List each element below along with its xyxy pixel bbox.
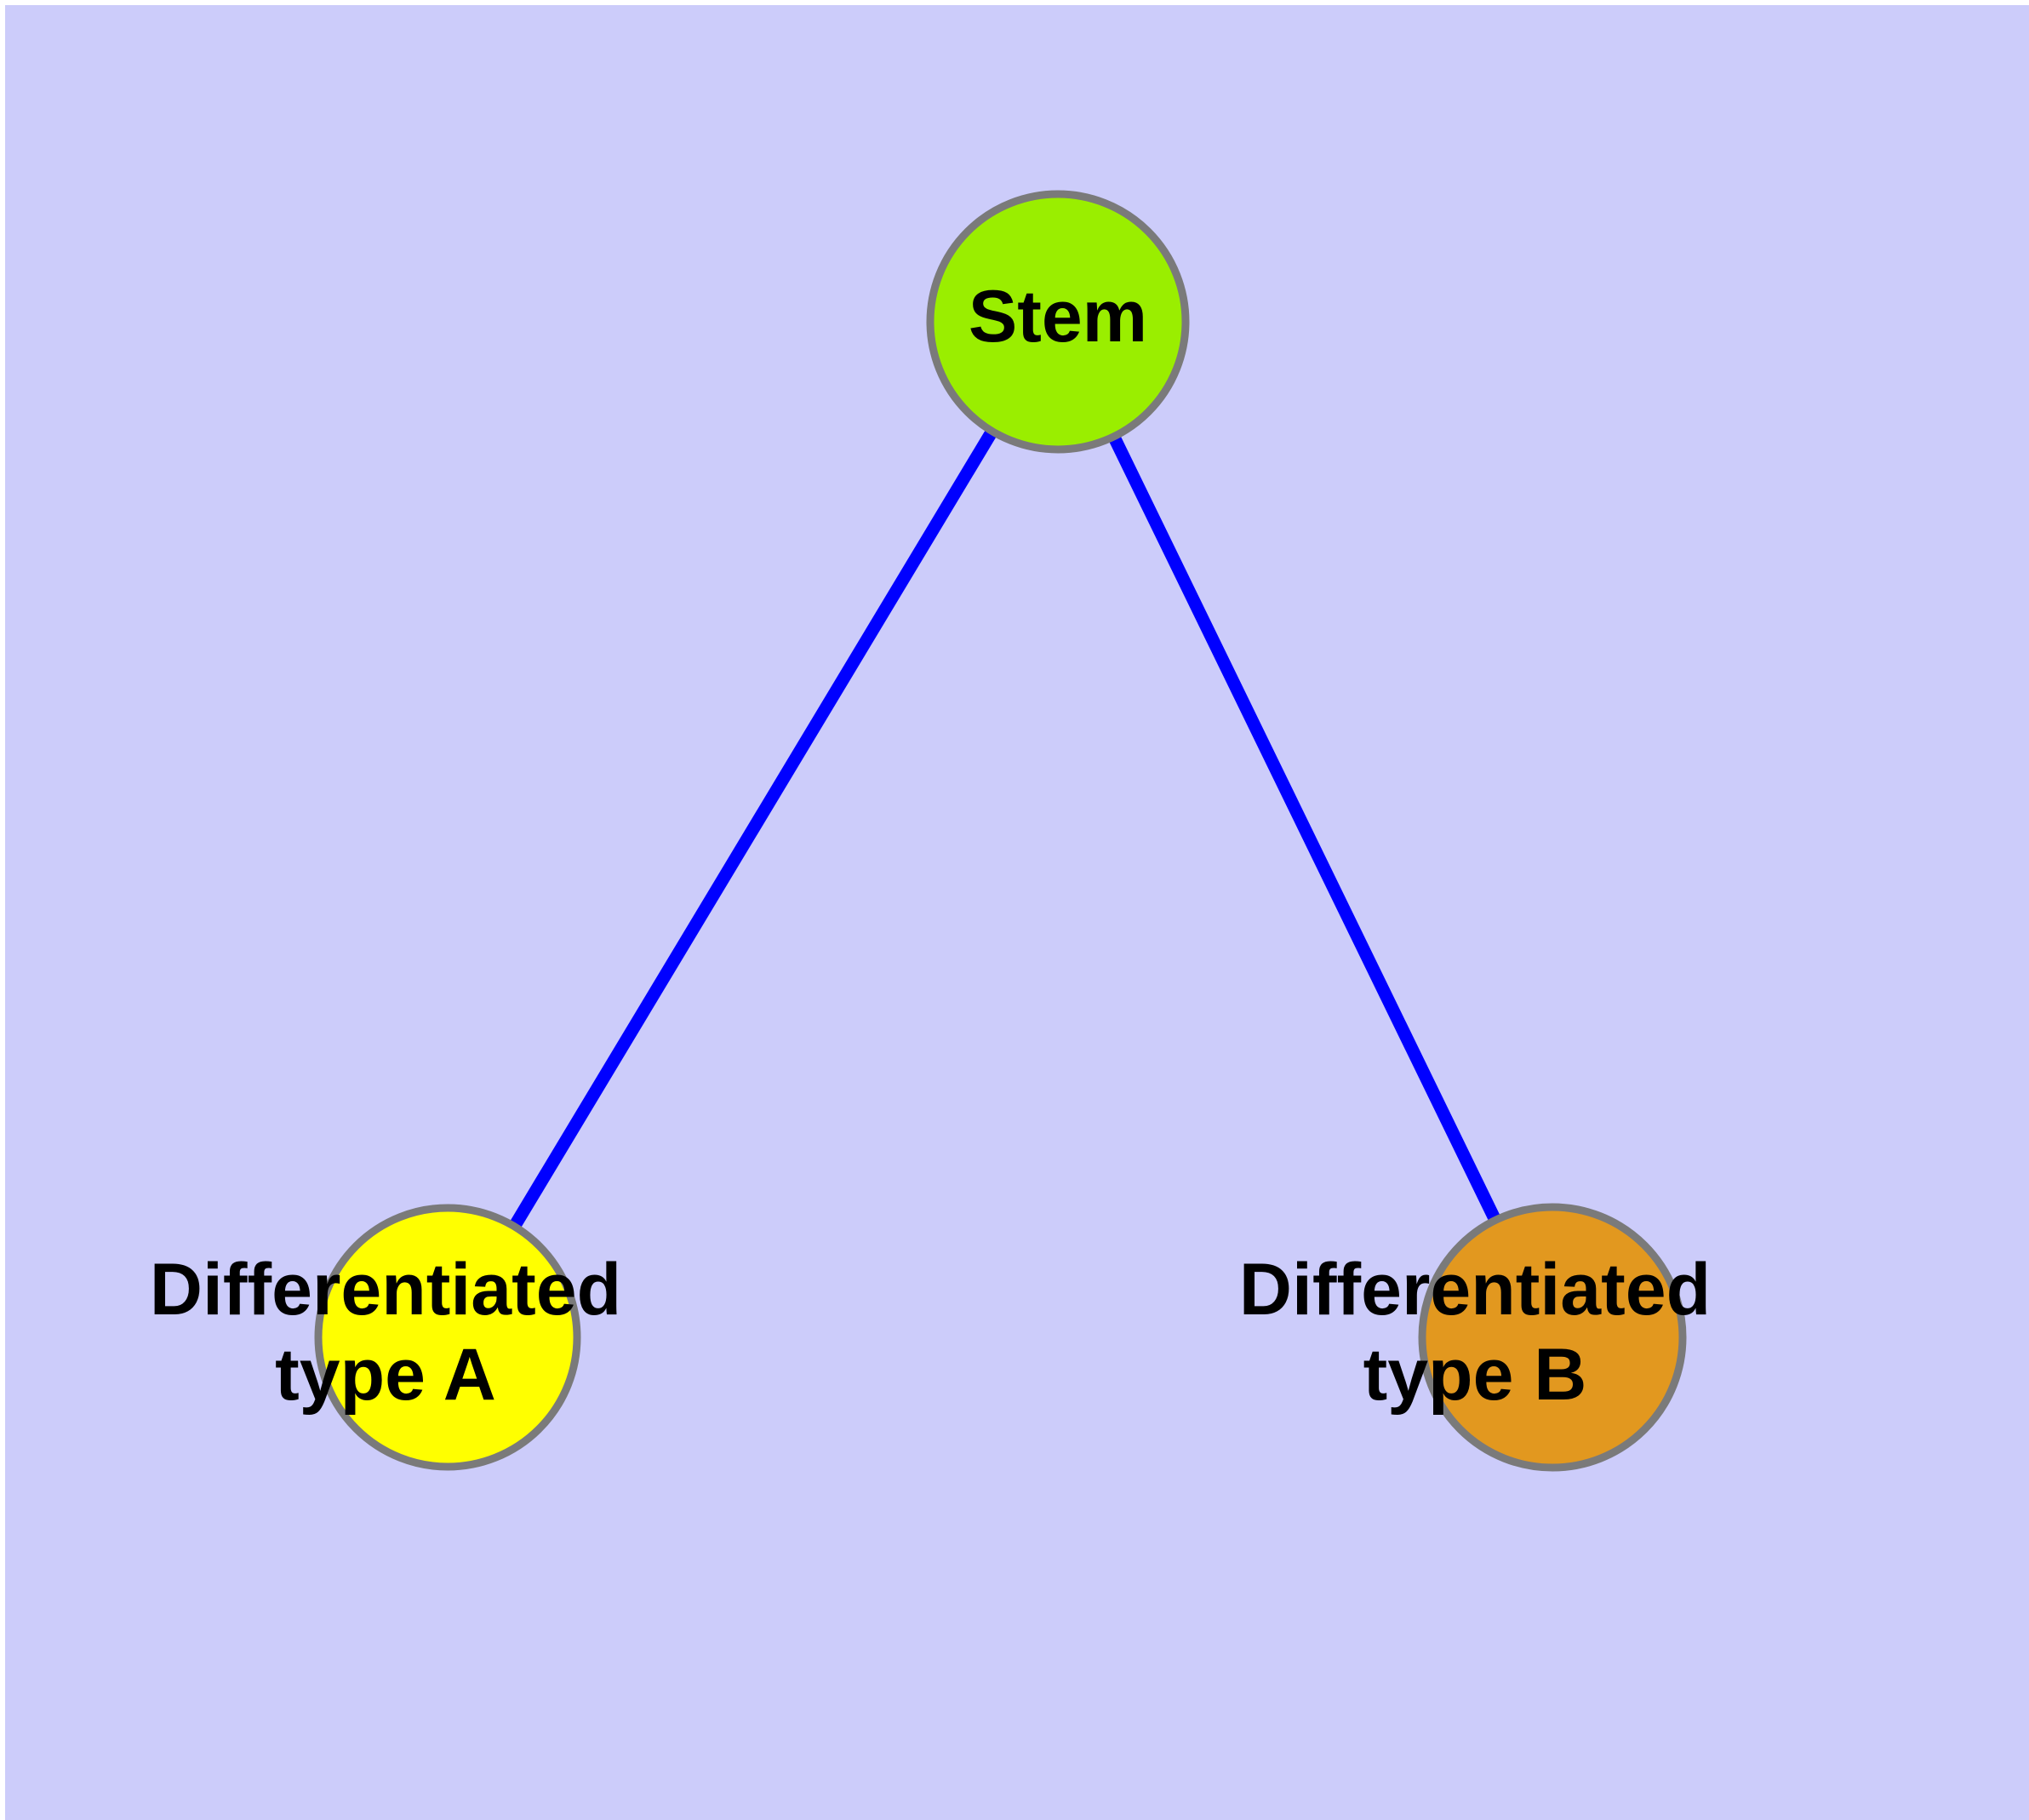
node-label-stem: Stem: [969, 276, 1147, 358]
node-label-line: Stem: [969, 276, 1147, 358]
node-label-line: Differentiated: [150, 1249, 621, 1331]
node-label-line: Differentiated: [1239, 1249, 1711, 1331]
edge-stem-to-diff_b[interactable]: [1107, 432, 1502, 1225]
edges-layer: [507, 426, 1502, 1232]
node-label-line: type A: [275, 1334, 496, 1416]
node-label-line: type B: [1363, 1334, 1587, 1416]
node-stem[interactable]: Stem: [926, 190, 1190, 454]
node-circle-diff_b[interactable]: [1418, 1203, 1687, 1472]
node-circle-diff_a[interactable]: [314, 1204, 581, 1471]
node-circle-stem[interactable]: [926, 190, 1190, 454]
edge-stem-to-diff_a[interactable]: [507, 426, 999, 1232]
